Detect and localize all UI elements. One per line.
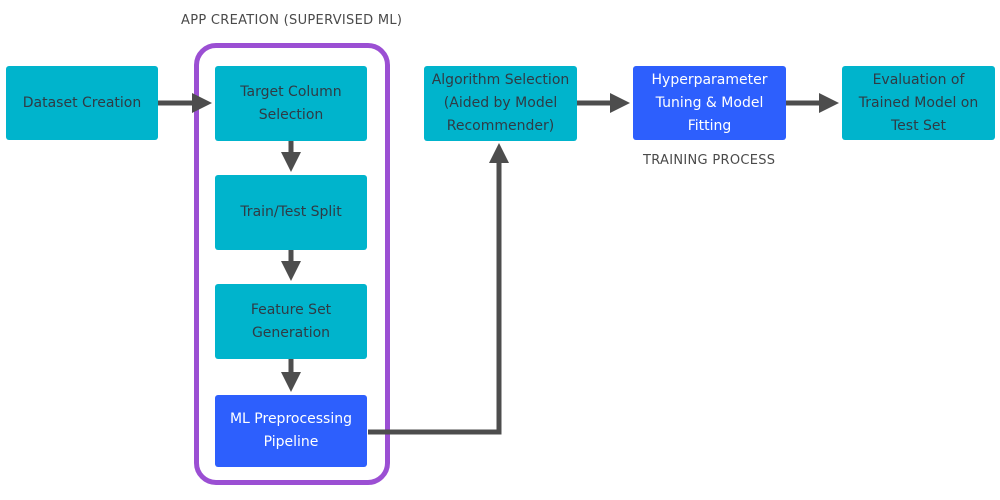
training-process-caption: TRAINING PROCESS <box>643 153 776 168</box>
app-creation-group <box>194 43 390 485</box>
algorithm-selection-box: Algorithm Selection (Aided by Model Reco… <box>424 66 577 141</box>
hyperparameter-tuning-box: Hyperparameter Tuning & Model Fitting <box>633 66 786 140</box>
feature-set-box: Feature Set Generation <box>215 284 367 359</box>
target-column-box: Target Column Selection <box>215 66 367 141</box>
dataset-creation-box: Dataset Creation <box>6 66 158 140</box>
arrow-preprocessing-to-algorithm <box>368 142 509 435</box>
train-test-split-box: Train/Test Split <box>215 175 367 250</box>
app-creation-caption: APP CREATION (SUPERVISED ML) <box>181 13 403 28</box>
evaluation-box: Evaluation of Trained Model on Test Set <box>842 66 995 140</box>
ml-preprocessing-box: ML Preprocessing Pipeline <box>215 395 367 467</box>
